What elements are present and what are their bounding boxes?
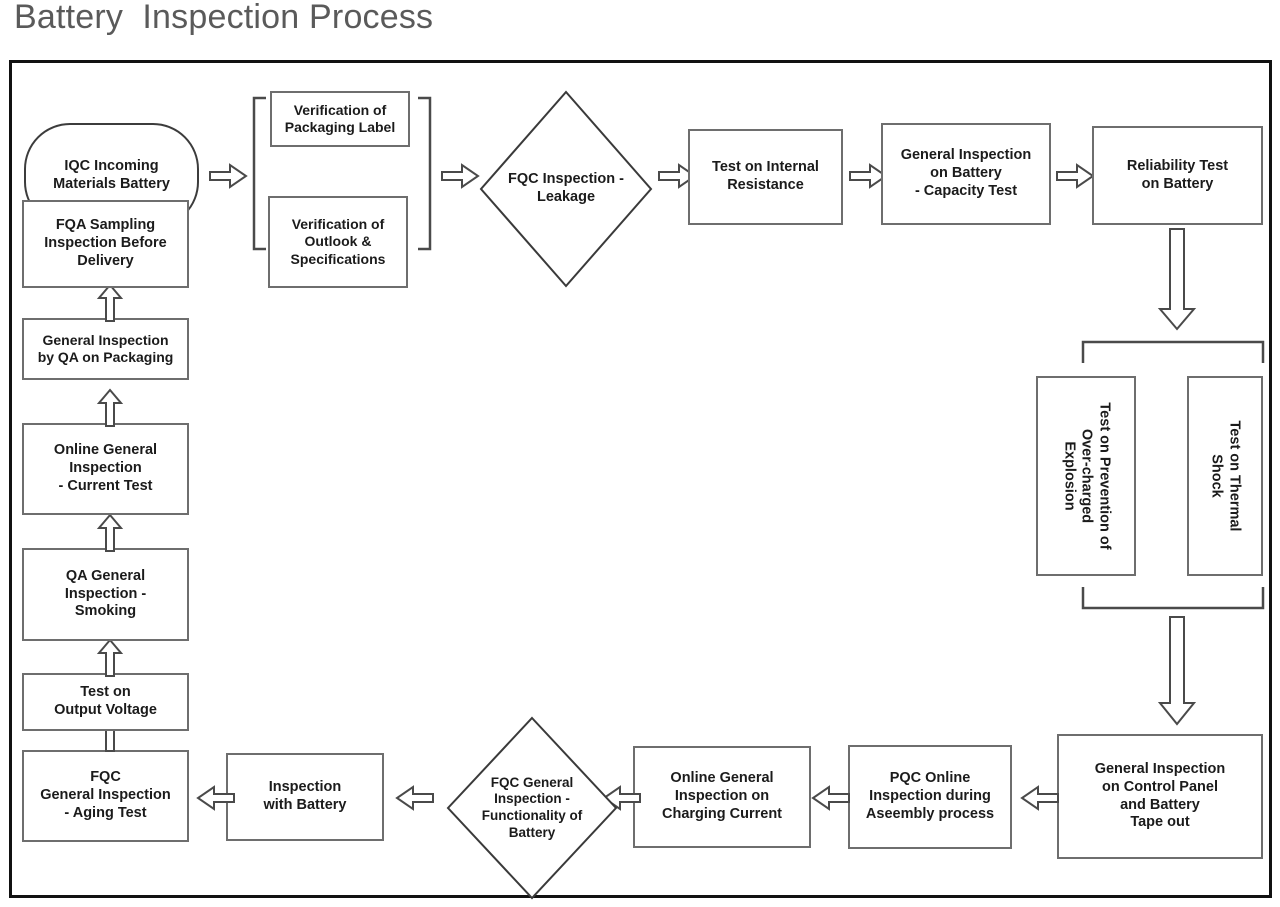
arrow-left-inspection-to-aging [196,785,236,811]
bracket-reliability-tests-bottom [1080,585,1266,611]
node-verification-packaging-label[interactable]: Verification of Packaging Label [270,91,410,147]
arrow-right-iqc-to-verification [208,163,248,189]
node-fqa-sampling-before-delivery[interactable]: FQA Sampling Inspection Before Delivery [22,200,189,288]
arrow-left-control-panel-to-pqc [1020,785,1060,811]
node-label: Test on Prevention of Over-charged Explo… [1061,402,1113,550]
node-qa-packaging-inspection[interactable]: General Inspection by QA on Packaging [22,318,189,380]
node-inspection-with-battery[interactable]: Inspection with Battery [226,753,384,841]
node-label: FQC General Inspection - Functionality o… [481,774,583,840]
arrow-right-verification-to-fqc-leakage [440,163,480,189]
node-test-output-voltage[interactable]: Test on Output Voltage [22,673,189,731]
node-fqc-general-functionality[interactable]: FQC General Inspection - Functionality o… [445,715,619,901]
bracket-verification-right [416,96,436,251]
bracket-verification-left [248,96,268,251]
node-online-general-current-test[interactable]: Online General Inspection - Current Test [22,423,189,515]
flowchart-canvas: IQC Incoming Materials Battery Verificat… [9,60,1272,901]
node-charging-current[interactable]: Online General Inspection on Charging Cu… [633,746,811,848]
node-label: FQC Inspection - Leakage [508,171,624,205]
node-qa-general-smoking[interactable]: QA General Inspection - Smoking [22,548,189,641]
arrow-left-functionality-to-inspection [395,785,435,811]
arrow-up-voltage-to-smoking [96,638,124,678]
node-test-internal-resistance[interactable]: Test on Internal Resistance [688,129,843,225]
node-reliability-test[interactable]: Reliability Test on Battery [1092,126,1263,225]
arrow-left-pqc-to-charging-current [811,785,851,811]
node-test-overcharged-explosion[interactable]: Test on Prevention of Over-charged Explo… [1036,376,1136,576]
page-title: Battery Inspection Process [14,0,434,36]
arrow-down-tests-to-control-panel [1157,615,1197,727]
bracket-reliability-tests-top [1080,339,1266,365]
node-test-thermal-shock[interactable]: Test on Thermal Shock [1187,376,1263,576]
arrow-right-resistance-to-capacity [848,163,888,189]
arrow-right-leakage-to-internal-resistance [657,163,697,189]
node-verification-outlook-specs[interactable]: Verification of Outlook & Specifications [268,196,408,288]
arrow-up-current-to-qa-packaging [96,388,124,428]
arrow-down-reliability-to-tests [1157,227,1197,332]
node-label: Test on Thermal Shock [1209,420,1243,532]
arrow-up-smoking-to-current-test [96,513,124,553]
arrow-right-capacity-to-reliability [1055,163,1095,189]
node-fqc-aging-test[interactable]: FQC General Inspection - Aging Test [22,750,189,842]
node-capacity-test[interactable]: General Inspection on Battery - Capacity… [881,123,1051,225]
node-pqc-online-assembly[interactable]: PQC Online Inspection during Aseembly pr… [848,745,1012,849]
node-fqc-inspection-leakage[interactable]: FQC Inspection - Leakage [478,89,654,289]
arrow-up-packaging-to-fqa-sampling [96,283,124,323]
node-control-panel-tape-out[interactable]: General Inspection on Control Panel and … [1057,734,1263,859]
